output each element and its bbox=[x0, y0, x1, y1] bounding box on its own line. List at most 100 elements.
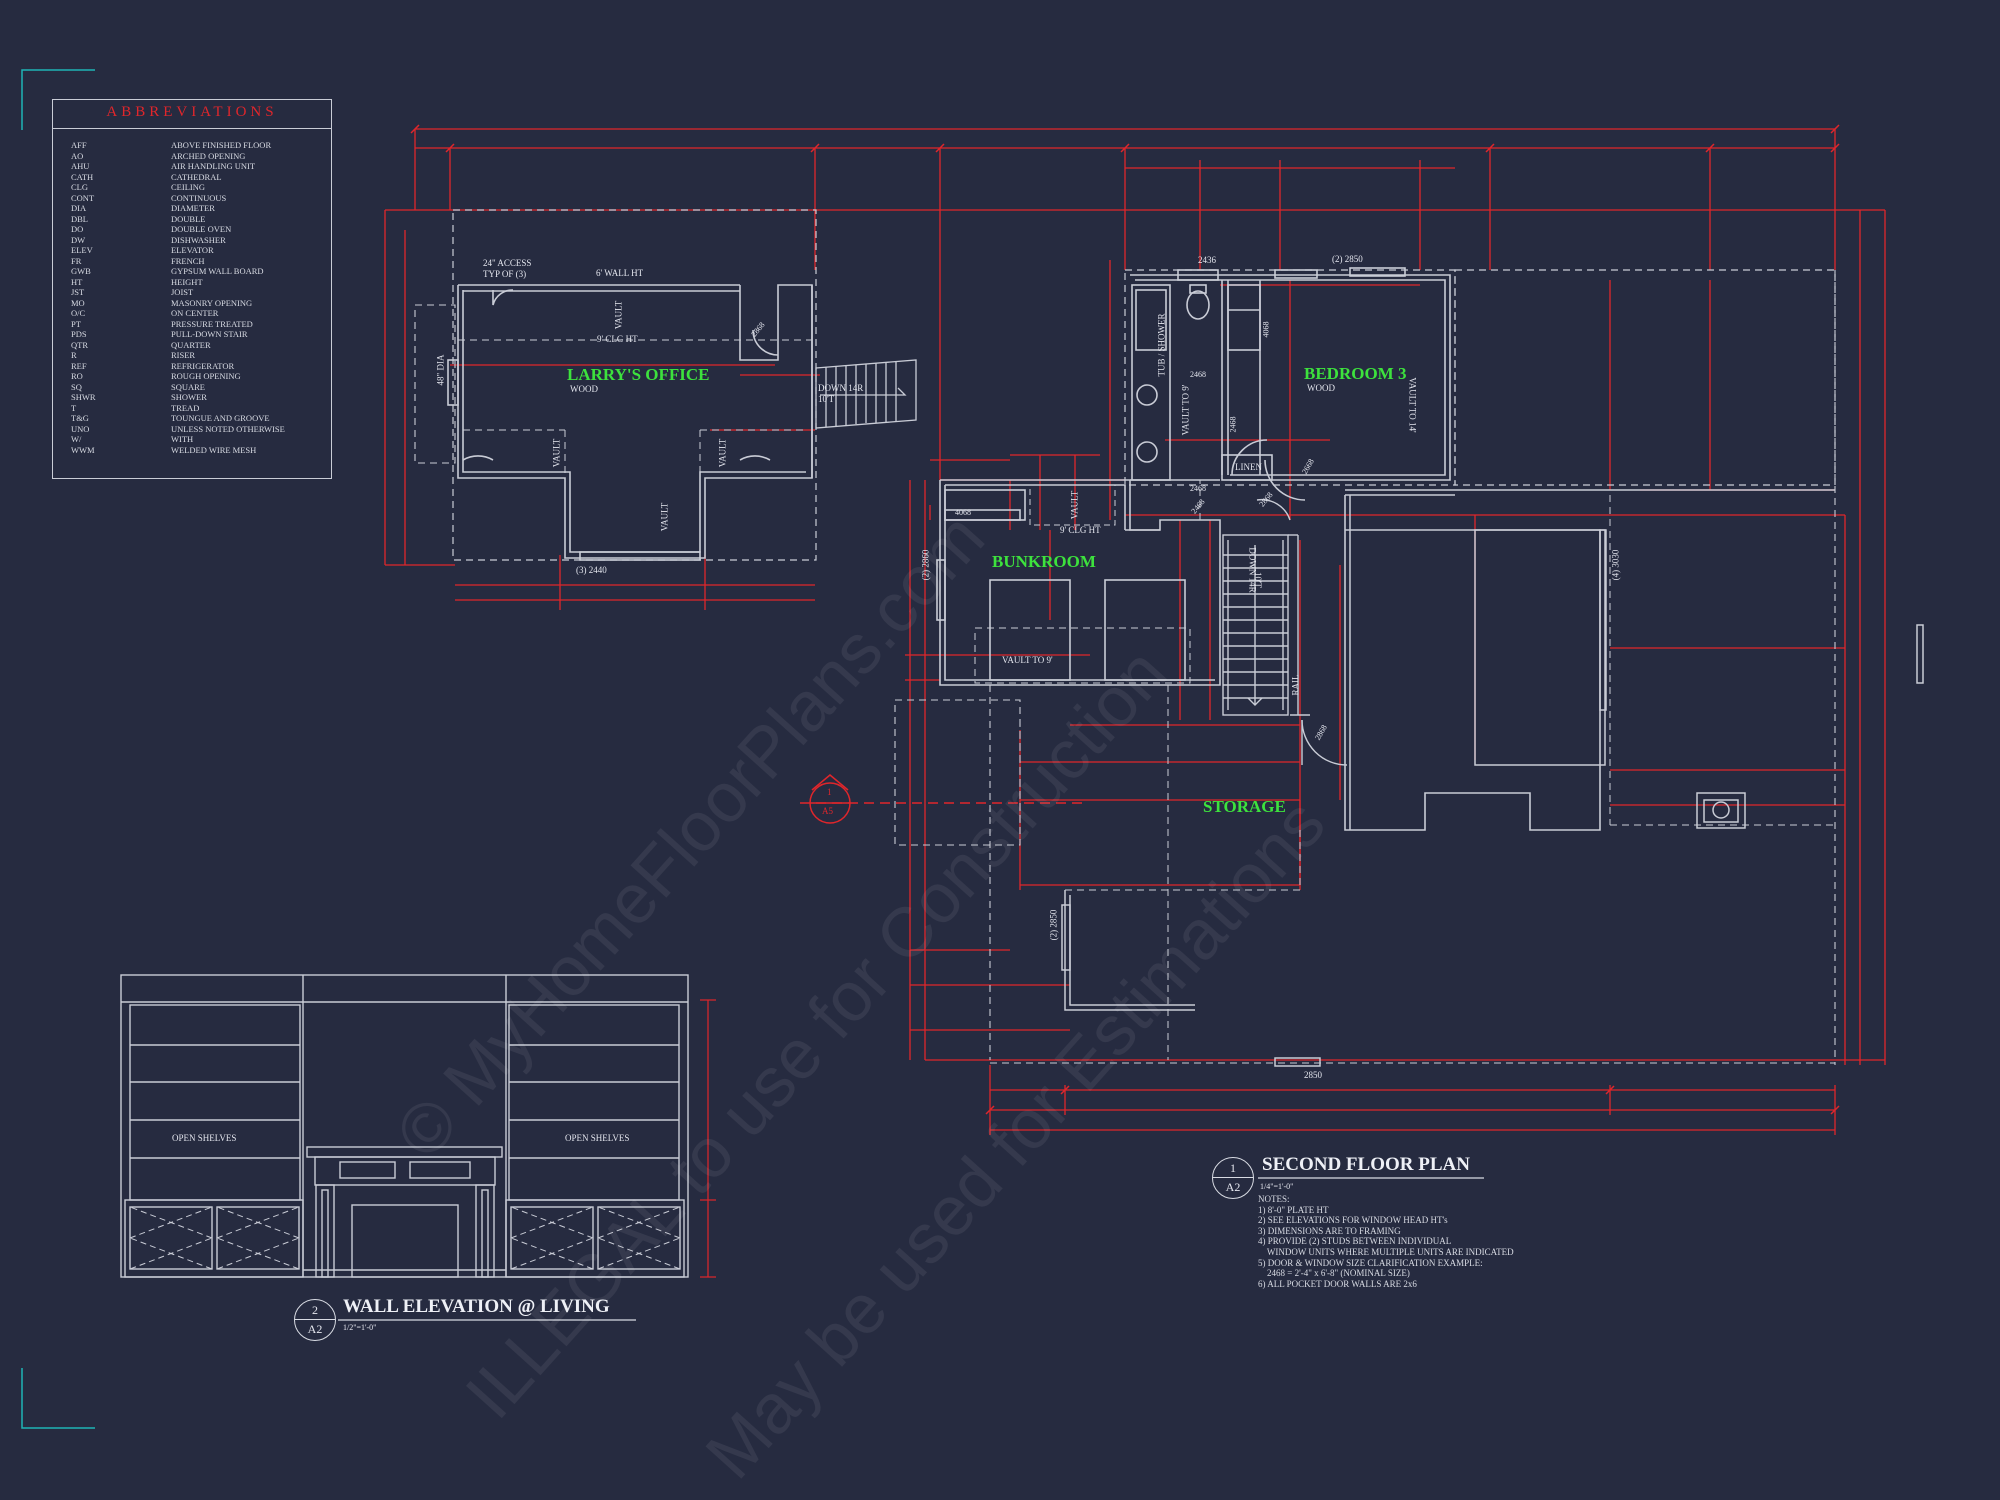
stair-down-treads: 10'T bbox=[818, 394, 835, 404]
elevation-callout-sheet: A2 bbox=[307, 1322, 323, 1336]
abbreviations-divider bbox=[53, 128, 331, 129]
stair-rail-label: RAIL bbox=[1290, 674, 1301, 696]
abbreviation-meaning: CONTINUOUS bbox=[171, 192, 227, 203]
door-tag-2: 2468 bbox=[1190, 484, 1206, 493]
office-vault-note-4: VAULT bbox=[659, 502, 670, 532]
abbreviation-row: DO DOUBLE OVEN bbox=[71, 224, 321, 235]
abbreviation-code: SHWR bbox=[71, 392, 96, 402]
office-stair bbox=[815, 359, 917, 429]
plan-callout-number: 1 bbox=[1230, 1161, 1236, 1175]
abbreviation-code: DO bbox=[71, 224, 84, 234]
abbreviation-meaning: DOUBLE OVEN bbox=[171, 224, 232, 234]
abbreviation-row: CLG CEILING bbox=[71, 182, 321, 193]
abbreviation-code: O/C bbox=[71, 308, 86, 318]
abbreviation-code: AO bbox=[71, 150, 84, 161]
abbreviation-code: T bbox=[71, 402, 77, 413]
office-window-label: (3) 2440 bbox=[576, 565, 607, 575]
abbreviation-code: AFF bbox=[71, 140, 87, 150]
plan-note: WINDOW UNITS WHERE MULTIPLE UNITS ARE IN… bbox=[1258, 1246, 1514, 1257]
upper-rooms bbox=[1124, 267, 1836, 520]
abbreviation-meaning: REFRIGERATOR bbox=[171, 360, 235, 371]
abbreviation-code: SQ bbox=[71, 381, 82, 392]
bedroom-window-label: (2) 2850 bbox=[1332, 254, 1363, 264]
abbreviation-row: O/C ON CENTER bbox=[71, 308, 321, 319]
attic-access-diameter: 48" DIA bbox=[435, 354, 446, 386]
abbreviation-meaning: HEIGHT bbox=[171, 276, 203, 287]
section-marker-sheet: A5 bbox=[822, 806, 833, 816]
abbreviation-code: CONT bbox=[71, 192, 95, 203]
abbreviation-meaning: JOIST bbox=[171, 287, 194, 297]
door-tag-5: 4068 bbox=[955, 508, 971, 517]
abbreviation-meaning: CEILING bbox=[171, 182, 205, 192]
storage-walls bbox=[894, 270, 1924, 1067]
plan-note: 6) ALL POCKET DOOR WALLS ARE 2x6 bbox=[1258, 1278, 1417, 1289]
door-tag-1: 2468 bbox=[1190, 370, 1206, 379]
bottom-window-label: 2850 bbox=[1304, 1070, 1322, 1080]
office-vault-note-3: VAULT bbox=[717, 438, 728, 468]
abbreviation-code: ELEV bbox=[71, 245, 93, 255]
abbreviation-code: T&G bbox=[71, 413, 89, 423]
section-callout bbox=[800, 774, 1085, 824]
plan-scale: 1/4"=1'-0" bbox=[1260, 1182, 1294, 1191]
abbreviation-meaning: RISER bbox=[171, 350, 196, 360]
abbreviation-meaning: CATHEDRAL bbox=[171, 171, 222, 182]
access-typ-note: TYP OF (3) bbox=[483, 269, 527, 279]
abbreviation-code: RO bbox=[71, 371, 83, 381]
plan-notes-heading: NOTES: bbox=[1258, 1194, 1290, 1204]
abbreviation-code: AHU bbox=[71, 161, 90, 171]
abbreviation-meaning: DISHWASHER bbox=[171, 234, 226, 245]
plan-note: 1) 8'-0" PLATE HT bbox=[1258, 1204, 1329, 1215]
dimension-lines bbox=[384, 128, 1886, 1135]
dimension-ticks bbox=[410, 124, 1840, 1115]
abbreviation-code: QTR bbox=[71, 339, 88, 350]
abbreviation-code: HT bbox=[71, 276, 83, 287]
office-ceiling-note: 9' CLG HT bbox=[597, 334, 638, 344]
abbreviation-code: GWB bbox=[71, 266, 91, 276]
storage-window-label: (4) 3030 bbox=[1610, 549, 1621, 581]
abbreviation-meaning: TOUNGUE AND GROOVE bbox=[171, 413, 270, 423]
office-floor-label: WOOD bbox=[570, 384, 598, 394]
office-walls bbox=[414, 209, 817, 561]
abbreviation-row: ELEV ELEVATOR bbox=[71, 245, 321, 256]
stair-down-note: DOWN 14R bbox=[818, 383, 864, 393]
abbreviation-meaning: WITH bbox=[171, 434, 194, 444]
plan-title: SECOND FLOOR PLAN bbox=[1262, 1154, 1470, 1175]
plan-note: 5) DOOR & WINDOW SIZE CLARIFICATION EXAM… bbox=[1258, 1257, 1483, 1268]
abbreviation-code: CLG bbox=[71, 182, 88, 192]
bunkroom-vault-note: VAULT TO 9' bbox=[1002, 655, 1053, 665]
elevation-callout-divider bbox=[295, 1319, 335, 1320]
abbreviation-code: PDS bbox=[71, 329, 87, 339]
abbreviation-meaning: ON CENTER bbox=[171, 308, 219, 318]
bunkroom-walls bbox=[936, 479, 1221, 686]
abbreviation-code: W/ bbox=[71, 434, 82, 444]
plan-note: 3) DIMENSIONS ARE TO FRAMING bbox=[1258, 1225, 1401, 1236]
abbreviation-meaning: ELEVATOR bbox=[171, 245, 214, 255]
wall-height-note: 6' WALL HT bbox=[596, 268, 644, 278]
door-tag-3: 2468 bbox=[1228, 416, 1238, 433]
bedroom-vault-label: VAULT TO 14' bbox=[1407, 377, 1418, 433]
main-stair-treads: 10'T bbox=[1253, 571, 1264, 589]
abbreviation-code: WWM bbox=[71, 444, 95, 455]
abbreviation-code: DW bbox=[71, 234, 86, 245]
abbreviation-meaning: WELDED WIRE MESH bbox=[171, 444, 257, 455]
abbreviation-row: WWM WELDED WIRE MESH bbox=[71, 445, 321, 456]
abbreviation-meaning: PRESSURE TREATED bbox=[171, 318, 253, 329]
elevation-scale: 1/2"=1'-0" bbox=[343, 1323, 377, 1332]
abbreviation-meaning: MASONRY OPENING bbox=[171, 297, 253, 308]
